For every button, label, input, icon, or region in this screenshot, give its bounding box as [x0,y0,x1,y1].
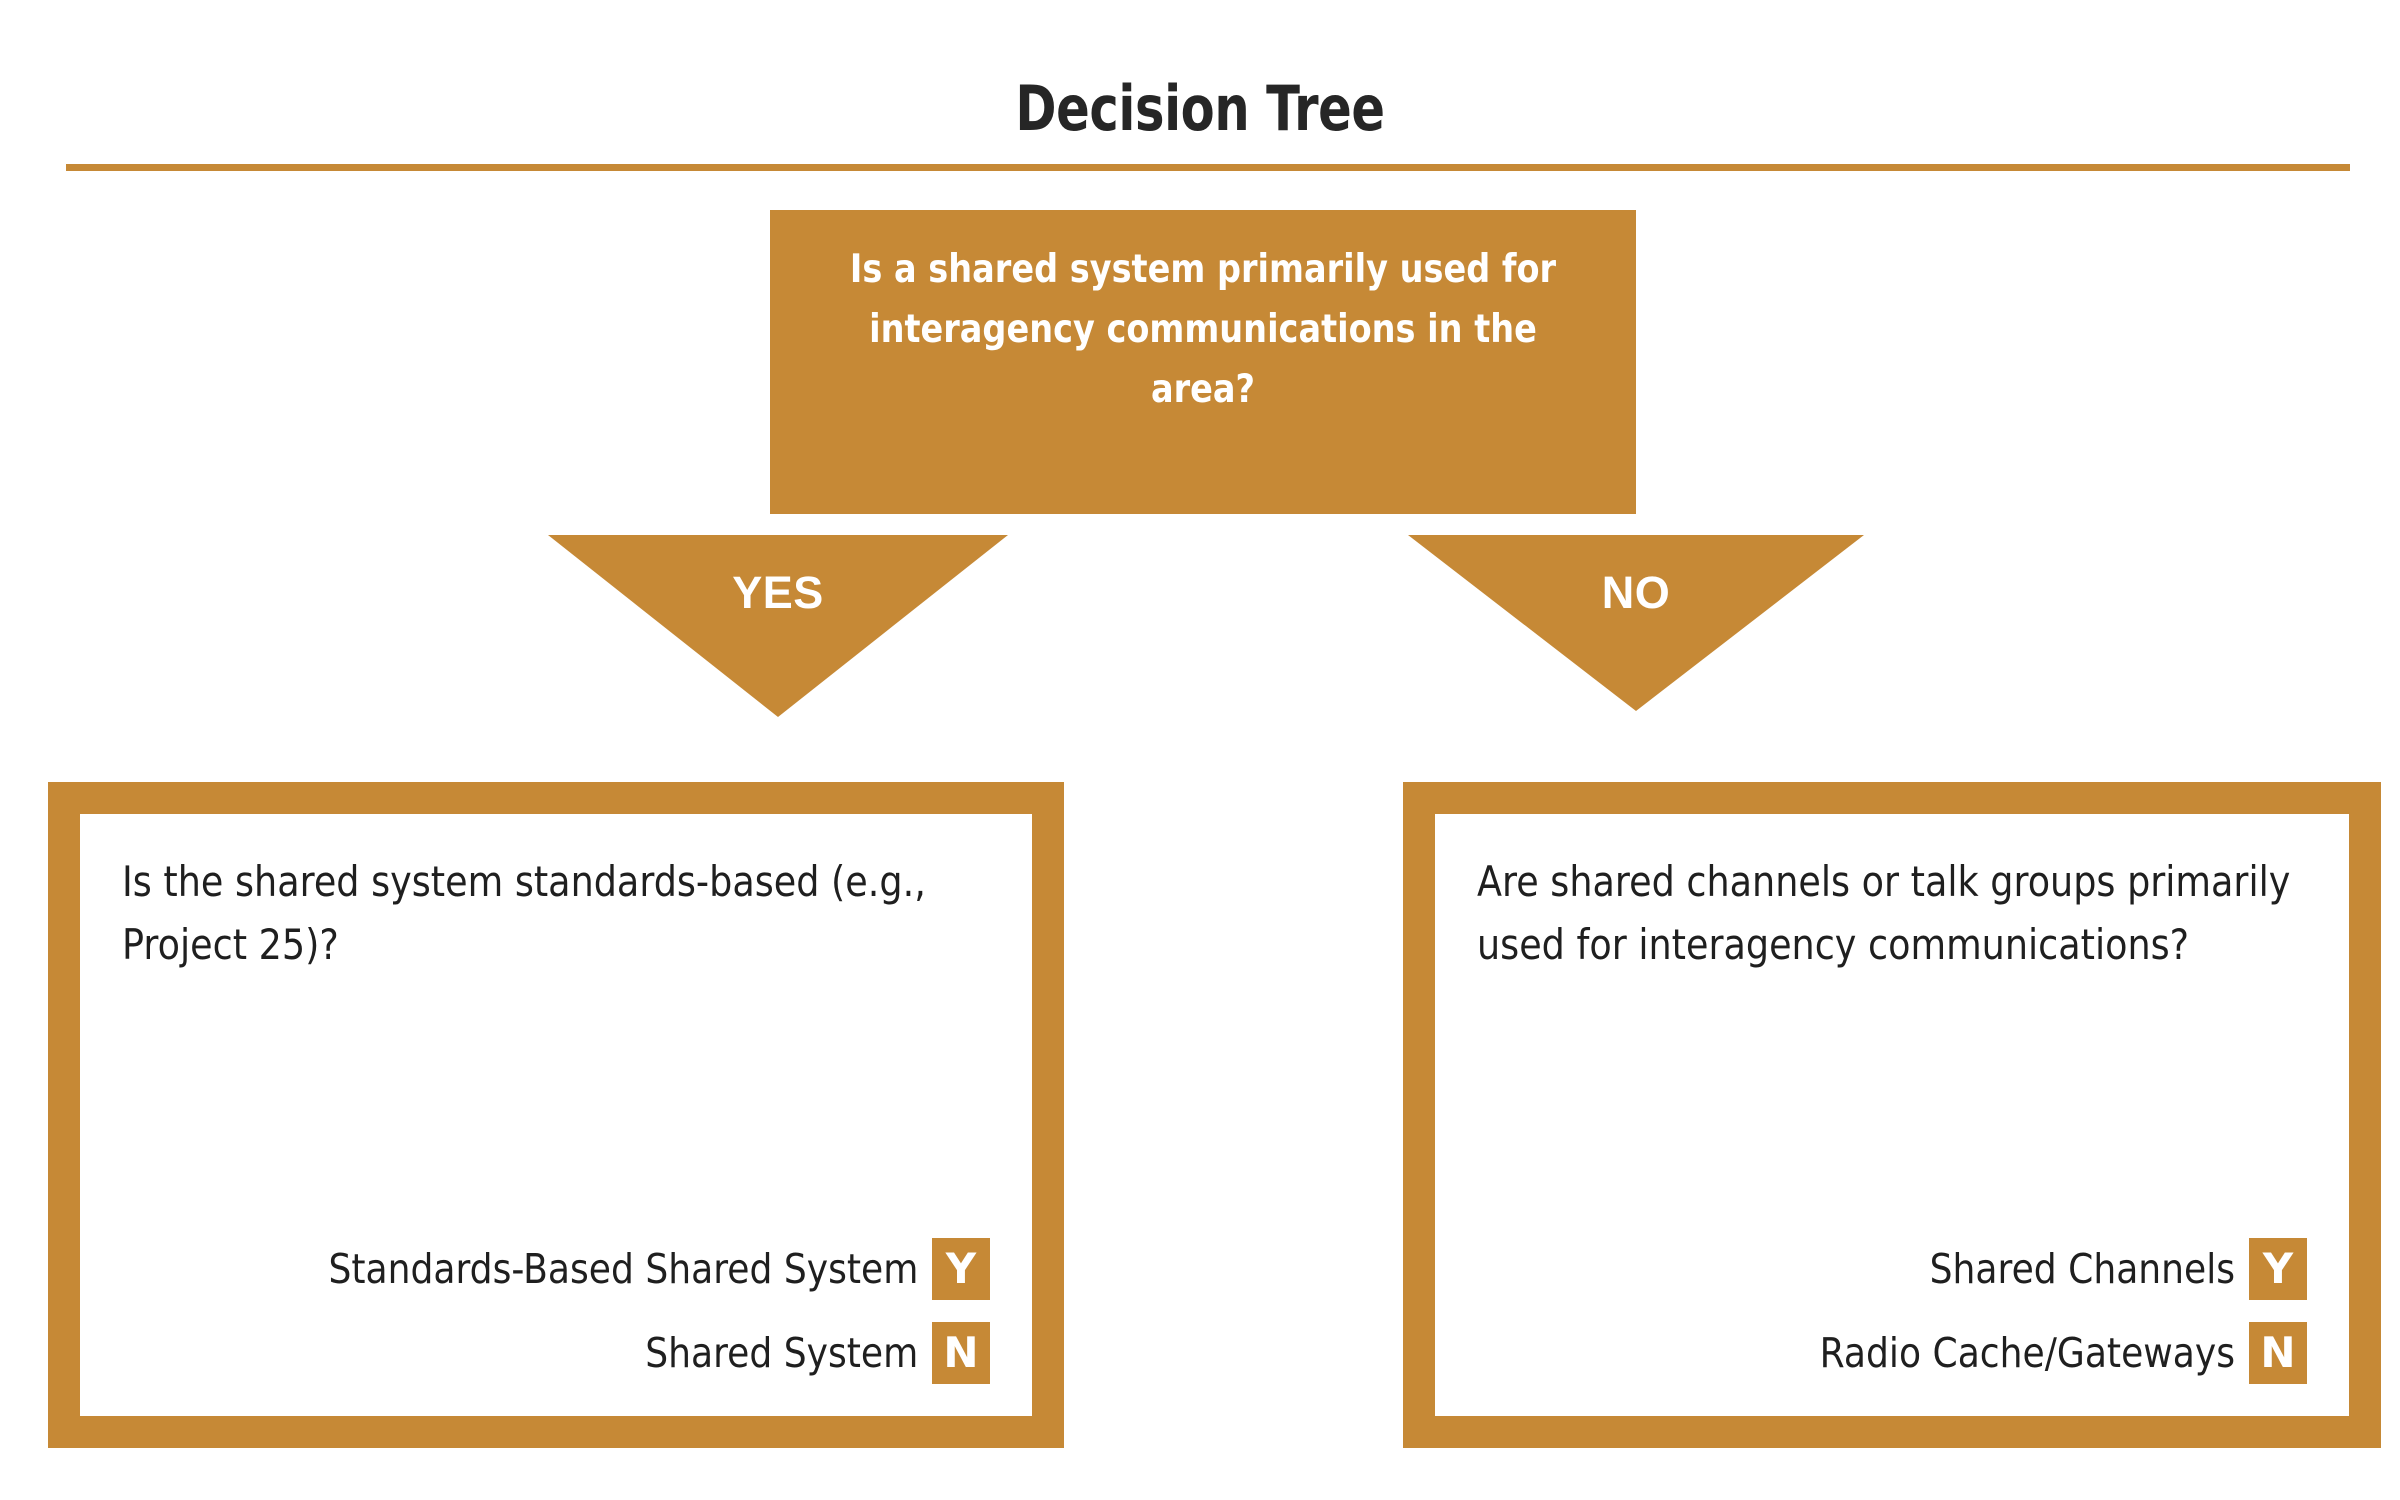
branch-label-no: NO [1601,567,1671,618]
outcome-inner-right: Are shared channels or talk groups prima… [1435,814,2349,1416]
option-badge-yes: Y [932,1238,990,1300]
outcome-box-left: Is the shared system standards-based (e.… [48,782,1064,1448]
option-row: Standards-Based Shared System Y [80,1238,990,1300]
option-label: Radio Cache/Gateways [1819,1329,2235,1377]
root-question-box: Is a shared system primarily used for in… [770,210,1636,514]
outcome-question-left: Is the shared system standards-based (e.… [122,857,926,969]
branch-arrow-no: NO [1408,535,1864,711]
branch-arrow-yes: YES [548,535,1008,717]
outcome-options-left: Standards-Based Shared System Y Shared S… [80,1238,990,1384]
branch-label-yes: YES [732,567,824,618]
page-title: Decision Tree [1015,72,1385,145]
option-row: Radio Cache/Gateways N [1435,1322,2307,1384]
outcome-inner-left: Is the shared system standards-based (e.… [80,814,1032,1416]
option-label: Standards-Based Shared System [328,1245,918,1293]
option-badge-yes: Y [2249,1238,2307,1300]
option-row: Shared System N [80,1322,990,1384]
option-badge-no: N [932,1322,990,1384]
outcome-options-right: Shared Channels Y Radio Cache/Gateways N [1435,1238,2307,1384]
title-divider [66,164,2350,171]
option-label: Shared System [644,1329,918,1377]
option-row: Shared Channels Y [1435,1238,2307,1300]
option-badge-no: N [2249,1322,2307,1384]
root-question-text: Is a shared system primarily used for in… [849,247,1557,412]
outcome-box-right: Are shared channels or talk groups prima… [1403,782,2381,1448]
triangle-down-icon [548,535,1008,717]
triangle-down-icon [1408,535,1864,711]
option-label: Shared Channels [1929,1245,2235,1293]
outcome-question-right: Are shared channels or talk groups prima… [1477,857,2291,969]
